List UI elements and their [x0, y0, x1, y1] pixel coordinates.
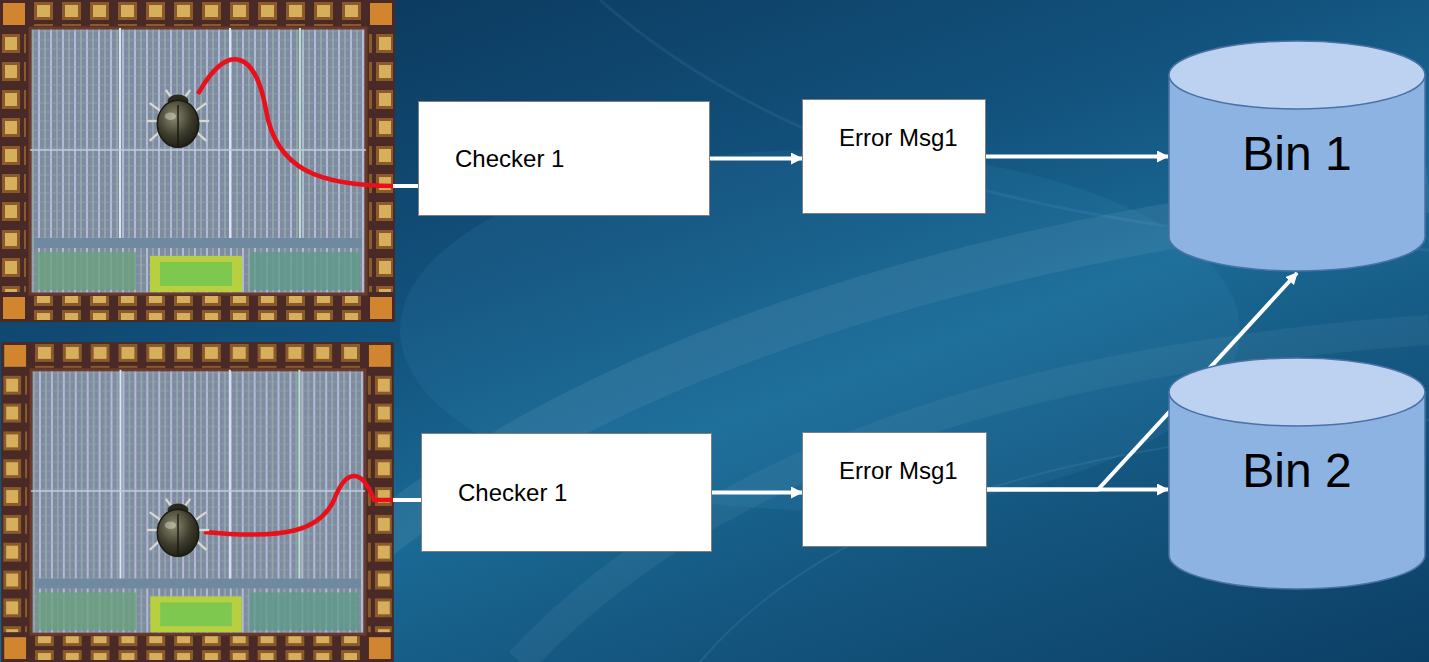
bug-trace-wire [204, 476, 395, 535]
bug-icon [147, 90, 209, 148]
flow-arrow [986, 155, 1168, 159]
error-message-box: Error Msg1 [802, 99, 986, 214]
flow-arrow [710, 157, 802, 161]
cylinder-top [1169, 358, 1425, 426]
bin-cylinder: Bin 2 [1168, 357, 1426, 590]
bin-label: Bin 2 [1242, 443, 1351, 498]
flow-arrow [712, 491, 802, 495]
probe-wire [393, 184, 418, 188]
cylinder-top [1169, 41, 1425, 109]
box-label: Error Msg1 [839, 124, 958, 152]
chip-die-photo [0, 0, 395, 322]
bug-icon [147, 499, 209, 557]
box-label: Checker 1 [458, 479, 567, 507]
error-message-box: Error Msg1 [802, 432, 987, 547]
probe-wire [393, 498, 421, 502]
box-label: Error Msg1 [839, 457, 958, 485]
checker-box: Checker 1 [421, 433, 712, 552]
bin-label: Bin 1 [1242, 126, 1351, 181]
bug-trace-wire [198, 59, 395, 186]
checker-box: Checker 1 [418, 101, 710, 216]
box-label: Checker 1 [455, 145, 564, 173]
bin-cylinder: Bin 1 [1168, 40, 1426, 272]
